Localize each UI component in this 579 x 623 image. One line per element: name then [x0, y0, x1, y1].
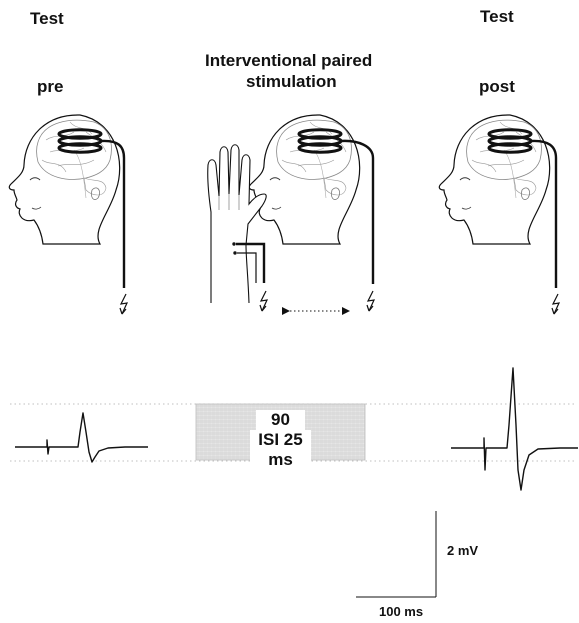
head-left-icon [9, 115, 127, 314]
pre-label: pre [37, 78, 63, 97]
lightning-icon [260, 291, 267, 311]
post-mep-trace [451, 368, 578, 490]
lightning-icon [120, 294, 127, 314]
isi-label: ISI 25 ms [250, 430, 311, 469]
test-post-label: Test [480, 8, 514, 27]
voltage-scale-label: 2 mV [447, 543, 478, 558]
pre-mep-trace [15, 413, 148, 462]
time-scale-label: 100 ms [379, 604, 423, 619]
lightning-icon [552, 294, 559, 314]
post-label: post [479, 78, 515, 97]
test-pre-label: Test [30, 10, 64, 29]
intervention-block-text: 90 pairs ISI 25 ms [196, 404, 365, 460]
intervention-title-line2: stimulation [246, 73, 337, 92]
hand-icon [208, 145, 267, 311]
head-center-icon [249, 115, 374, 311]
head-right-icon [439, 115, 559, 314]
lightning-icon [367, 291, 374, 311]
scale-bars [356, 511, 436, 597]
intervention-title-line1: Interventional paired [205, 52, 372, 71]
